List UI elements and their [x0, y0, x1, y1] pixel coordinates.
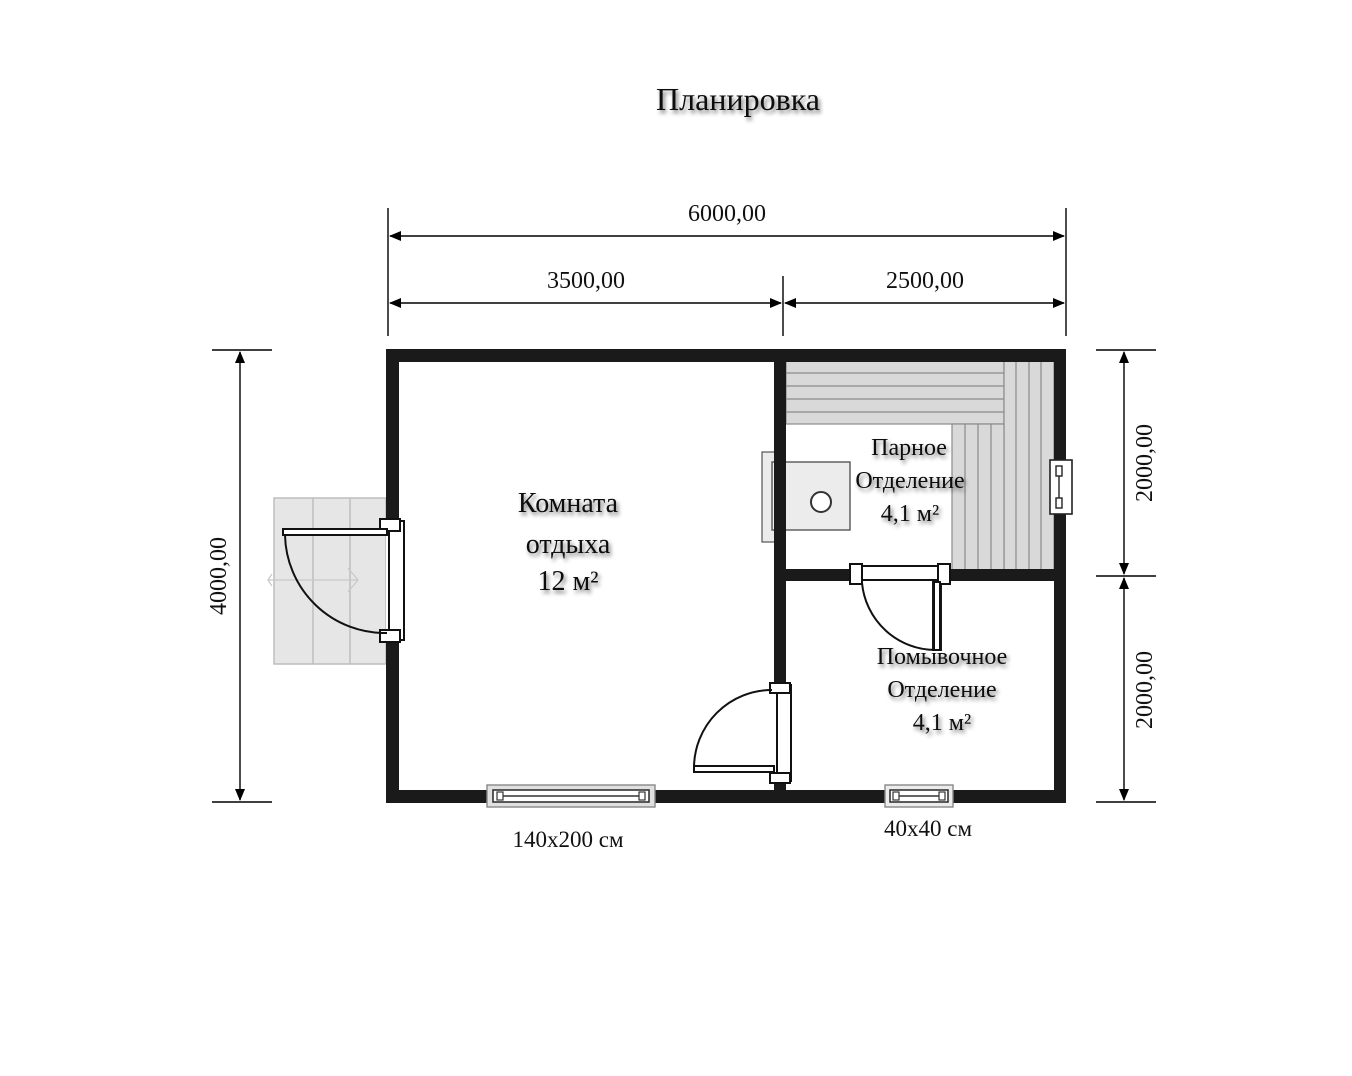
wash-room-name-line2: Отделение — [887, 677, 996, 703]
wall-middle-upper — [774, 349, 786, 685]
dimension-left-width: 3500,00 — [547, 268, 625, 294]
dimension-total-width: 6000,00 — [688, 201, 766, 227]
window-small — [884, 784, 954, 808]
wall-right-lower — [1054, 513, 1066, 803]
rest-room-area: 12 м² — [537, 566, 598, 597]
entrance-door[interactable] — [282, 518, 405, 643]
steam-room-name-line2: Отделение — [855, 468, 964, 494]
rest-room-label: Комната отдыха 12 м² — [518, 488, 619, 597]
wall-steam-wash-right — [946, 569, 1066, 581]
top-dimensions — [387, 208, 1067, 336]
steam-room-name-line1: Парное — [871, 435, 947, 461]
dimension-total-height: 4000,00 — [206, 537, 232, 615]
window-small-size: 40х40 см — [884, 816, 972, 841]
steam-room-benches — [785, 359, 1055, 571]
steam-room-door[interactable] — [849, 563, 951, 651]
wall-left-lower — [386, 640, 399, 803]
wash-room-label: Помывочное Отделение 4,1 м² — [877, 644, 1008, 736]
window-large — [486, 784, 656, 808]
dimension-right-width: 2500,00 — [886, 268, 964, 294]
wash-room-name-line1: Помывочное — [877, 644, 1008, 670]
interior-door-wash[interactable] — [693, 682, 792, 784]
wall-steam-wash-left — [774, 569, 854, 581]
wall-middle-lower — [774, 781, 786, 803]
left-dimension — [212, 349, 272, 803]
wall-left-upper — [386, 349, 399, 521]
steam-room-label: Парное Отделение 4,1 м² — [855, 435, 964, 527]
rest-room-name-line1: Комната — [518, 488, 619, 519]
entrance-porch — [267, 497, 387, 665]
wall-right-upper — [1054, 349, 1066, 461]
page-title: Планировка — [656, 81, 820, 117]
window-large-size: 140х200 см — [512, 827, 623, 852]
right-dimensions — [1096, 349, 1156, 803]
dimension-right-lower-height: 2000,00 — [1132, 651, 1158, 729]
wash-room-area: 4,1 м² — [913, 710, 971, 736]
dimension-right-upper-height: 2000,00 — [1132, 424, 1158, 502]
rest-room-name-line2: отдыха — [526, 529, 611, 560]
steam-room-window — [1049, 459, 1073, 515]
wall-top — [386, 349, 1066, 362]
steam-room-area: 4,1 м² — [881, 501, 939, 527]
